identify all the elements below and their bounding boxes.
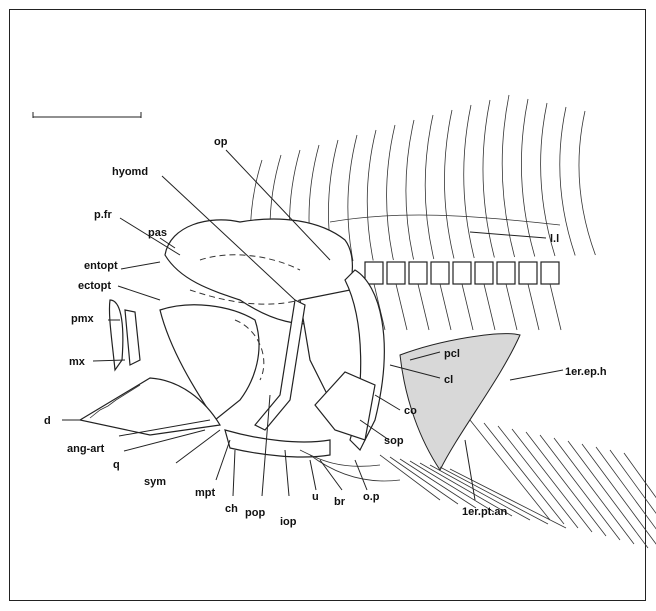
label-q: q xyxy=(113,459,120,471)
haemal-spine xyxy=(528,284,539,330)
haemal-spine xyxy=(462,284,473,330)
dorsal-ray xyxy=(348,135,357,261)
haemal-spine xyxy=(506,284,517,330)
label-mpt: mpt xyxy=(195,487,216,499)
dorsal-ray xyxy=(464,105,474,258)
dorsal-ray xyxy=(521,99,534,257)
label-pcl: pcl xyxy=(444,348,460,360)
vertebra xyxy=(365,262,383,284)
haemal-spine xyxy=(484,284,495,330)
label-co: co xyxy=(404,405,417,417)
anal-ray xyxy=(554,438,634,544)
haemal-spine xyxy=(418,284,429,330)
dorsal-ray xyxy=(387,125,395,260)
haemal-spine xyxy=(550,284,561,330)
anal-ray xyxy=(624,453,656,564)
dorsal-ray xyxy=(425,115,434,259)
label-op: op xyxy=(214,136,228,148)
label-entopt: entopt xyxy=(84,260,118,272)
label-br: br xyxy=(334,496,346,508)
pelvic-ray xyxy=(450,469,566,528)
label-mx: mx xyxy=(69,356,86,368)
vertebra xyxy=(541,262,559,284)
label-sop: sop xyxy=(384,435,404,447)
anal-ray xyxy=(540,435,620,540)
label-l-l: l.l xyxy=(550,233,559,245)
anal-ray xyxy=(498,426,578,528)
vertebral-column xyxy=(365,262,561,330)
label-ch: ch xyxy=(225,503,238,515)
vertebra xyxy=(387,262,405,284)
label-ectopt: ectopt xyxy=(78,280,111,292)
vertebra xyxy=(453,262,471,284)
label-o-p: o.p xyxy=(363,491,380,503)
dorsal-ray xyxy=(367,130,376,261)
label-u: u xyxy=(312,491,319,503)
label-ang-art: ang-art xyxy=(67,443,105,455)
ceratohyal-bone xyxy=(225,430,330,457)
label-d: d xyxy=(44,415,51,427)
label-1er-ep-h: 1er.ep.h xyxy=(565,366,607,378)
premaxilla-bone xyxy=(109,300,122,370)
haemal-spine xyxy=(440,284,451,330)
scale-bar xyxy=(33,112,141,118)
label-pmx: pmx xyxy=(71,313,95,325)
vertebra xyxy=(497,262,515,284)
maxilla-bone xyxy=(125,310,140,365)
label-pas: pas xyxy=(148,227,167,239)
label-iop: iop xyxy=(280,516,297,528)
anal-ray xyxy=(526,432,606,536)
anal-ray xyxy=(610,450,656,560)
label-hyomd: hyomd xyxy=(112,166,148,178)
dorsal-ray xyxy=(406,120,414,260)
label-cl: cl xyxy=(444,374,453,386)
dorsal-ray xyxy=(502,95,514,257)
vertebra xyxy=(475,262,493,284)
haemal-spine xyxy=(396,284,407,330)
dorsal-ray xyxy=(579,111,595,255)
label-sym: sym xyxy=(144,476,166,488)
vertebra xyxy=(409,262,427,284)
label-1er-pt-an: 1er.pt.an xyxy=(462,506,508,518)
label-pop: pop xyxy=(245,507,265,519)
label-p-fr: p.fr xyxy=(94,209,112,221)
vertebra xyxy=(519,262,537,284)
anal-fin-rays xyxy=(470,420,656,564)
pelvic-ray xyxy=(380,455,440,500)
pelvic-ray xyxy=(390,457,458,504)
coracoid-bone xyxy=(400,334,520,470)
vertebra xyxy=(431,262,449,284)
dorsal-ray xyxy=(560,107,575,256)
dorsal-ray xyxy=(444,110,454,259)
anal-ray xyxy=(568,441,648,548)
